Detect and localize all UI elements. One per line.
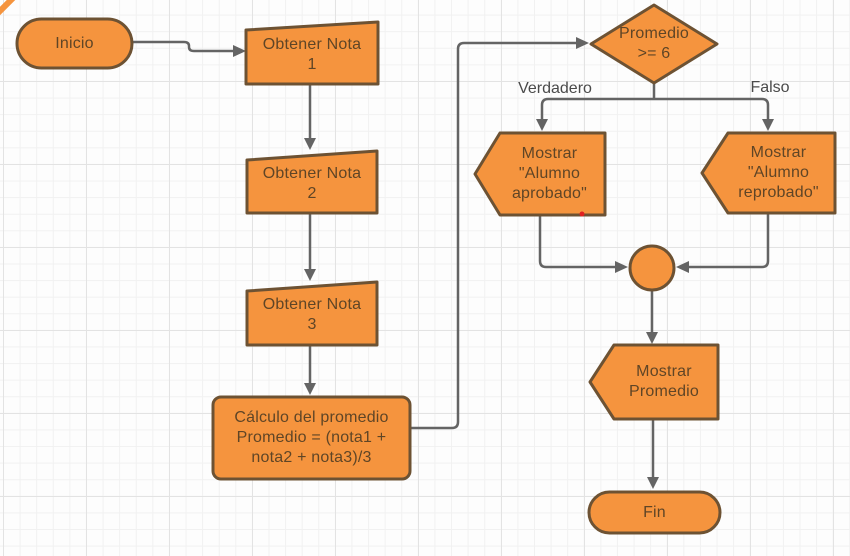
arrowhead-junction-left — [615, 261, 628, 273]
arrowhead-junction-right — [676, 261, 689, 273]
edge-decision-branches — [540, 81, 770, 121]
edge-aprobado-junction — [538, 213, 617, 269]
arrowhead-fin — [647, 477, 659, 489]
node-nota1-shape — [244, 20, 380, 86]
node-nota3-shape — [245, 280, 379, 347]
node-decision-shape — [589, 3, 719, 85]
arrowhead-calculo — [304, 383, 316, 395]
node-junction-shape — [628, 244, 676, 292]
node-reprobado-shape — [700, 131, 837, 215]
node-nota2-shape — [245, 149, 379, 215]
arrowhead-aprobado — [536, 119, 548, 131]
node-aprobado-shape — [473, 131, 607, 217]
node-calculo-shape — [211, 395, 412, 481]
red-dot-artifact — [579, 211, 585, 217]
arrowhead-promedio — [646, 332, 658, 344]
corner-shape-fragment — [0, 0, 16, 16]
arrowhead-nota2 — [304, 138, 316, 150]
arrowhead-decision — [576, 37, 589, 49]
arrowhead-nota3 — [304, 269, 316, 281]
arrowhead-reprobado — [762, 119, 774, 131]
node-fin-shape — [587, 490, 722, 535]
edge-reprobado-junction — [687, 211, 770, 269]
edge-inicio-nota1 — [130, 40, 235, 53]
node-inicio-shape — [15, 17, 134, 70]
arrowhead-nota1 — [233, 45, 246, 57]
node-mostrar-promedio-shape — [588, 343, 720, 421]
edge-calculo-decision — [408, 41, 578, 430]
